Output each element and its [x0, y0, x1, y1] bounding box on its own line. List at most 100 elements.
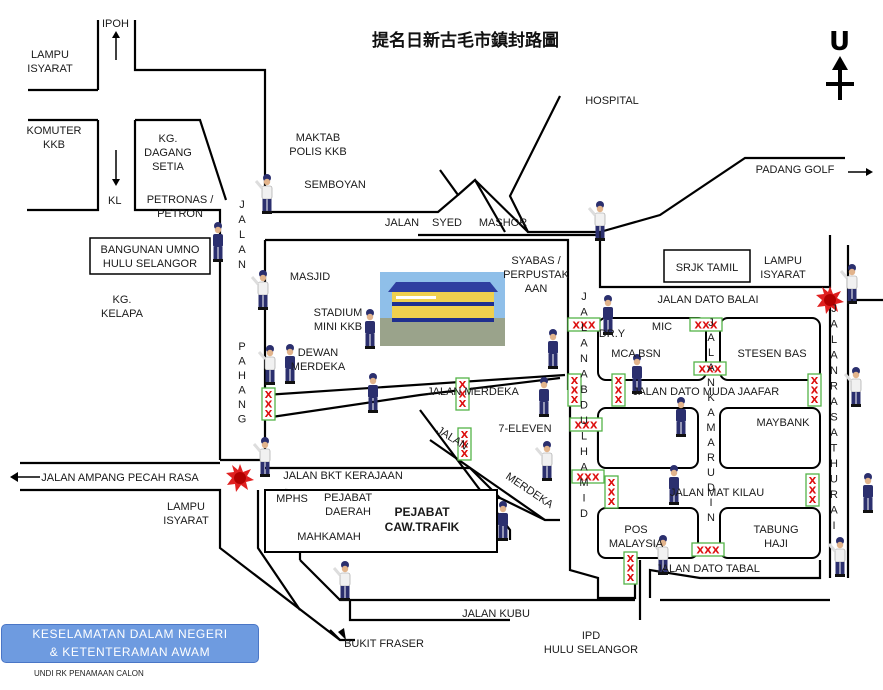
- svg-text:XXX: XXX: [698, 365, 721, 376]
- srjk-tamil-box: [663, 249, 751, 283]
- label-jalan-dato-tabal: JALAN DATO TABAL: [656, 563, 760, 575]
- label-mca-bsn: MCA BSN: [611, 348, 661, 360]
- svg-text:X: X: [809, 495, 817, 506]
- svg-text:X: X: [459, 380, 467, 391]
- banner-line-1: KESELAMATAN DALAM NEGERI: [32, 627, 228, 641]
- roadblock-icon: XXX: [455, 377, 470, 411]
- svg-text:X: X: [265, 400, 273, 411]
- footnote: UNDI RK PENAMAAN CALON: [34, 669, 144, 678]
- label-jalan-syed-mashor-2: MASHOR: [479, 217, 527, 229]
- umno-building-box: [89, 237, 211, 275]
- roadblock-icon: XXX: [693, 361, 727, 376]
- label-jalan-dato-muda-jaafar: JALAN DATO MUDA JAAFAR: [633, 386, 779, 398]
- district-office-block: [264, 489, 498, 553]
- label-padang-golf: PADANG GOLF: [756, 164, 835, 176]
- roadblock-icon: XXX: [689, 317, 723, 332]
- svg-text:XXX: XXX: [572, 321, 595, 332]
- roadblock-icon: XXX: [569, 417, 603, 432]
- label-srjk-tamil: SRJK TAMIL: [676, 262, 739, 274]
- police-officer-icon: [368, 373, 378, 413]
- svg-text:X: X: [265, 409, 273, 420]
- svg-text:X: X: [615, 395, 623, 406]
- roadblock-icon: XXX: [567, 317, 601, 332]
- svg-text:XXX: XXX: [574, 421, 597, 432]
- svg-text:X: X: [811, 376, 819, 387]
- label-masjid: MASJID: [290, 271, 330, 283]
- label-jalan-mat-kilau: JALAN MAT KILAU: [670, 487, 764, 499]
- svg-text:X: X: [571, 395, 579, 406]
- stadium-photo: [380, 272, 505, 346]
- svg-text:X: X: [571, 386, 579, 397]
- svg-text:U: U: [829, 27, 850, 57]
- police-officer-icon: [498, 501, 508, 541]
- roadblock-icon: XXX: [805, 473, 820, 507]
- label-bukit-fraser: BUKIT FRASER: [344, 638, 424, 650]
- roadblock-icon: XXX: [807, 373, 822, 407]
- svg-text:X: X: [459, 390, 467, 401]
- banner-line-2: & KETENTERAMAN AWAM: [49, 645, 211, 659]
- label-jalan-merdeka-top: JALAN MERDEKA: [427, 386, 519, 398]
- svg-text:X: X: [809, 486, 817, 497]
- svg-text:X: X: [265, 390, 273, 401]
- label-petronas: PETRONAS /PETRON: [147, 194, 215, 220]
- svg-text:X: X: [627, 573, 635, 584]
- roadblock-icon: XXX: [691, 542, 725, 557]
- label-kl: KL: [108, 195, 121, 207]
- svg-text:X: X: [615, 376, 623, 387]
- svg-text:X: X: [615, 386, 623, 397]
- svg-text:X: X: [627, 564, 635, 575]
- police-officer-icon: [863, 473, 873, 513]
- police-officer-icon: [257, 343, 277, 387]
- label-jalan-syed-mashor-1: SYED: [432, 217, 462, 229]
- police-officer-icon: [250, 268, 270, 312]
- label-jalan-dato-balai: JALAN DATO BALAI: [657, 294, 758, 306]
- label-jalan-ampang: JALAN AMPANG PECAH RASA: [41, 472, 199, 484]
- svg-text:X: X: [608, 488, 616, 499]
- svg-text:XXX: XXX: [694, 321, 717, 332]
- svg-text:X: X: [627, 554, 635, 565]
- roadblock-icon: XXX: [604, 475, 619, 509]
- police-officer-icon: [365, 309, 375, 349]
- svg-text:XXX: XXX: [576, 473, 599, 484]
- svg-text:X: X: [459, 399, 467, 410]
- label-jalan-bkt-kerajaan: JALAN BKT KERAJAAN: [283, 470, 403, 482]
- svg-text:X: X: [809, 476, 817, 487]
- svg-text:X: X: [608, 497, 616, 508]
- svg-text:X: X: [461, 430, 469, 441]
- label-ipoh: IPOH: [102, 18, 129, 30]
- police-officer-icon: [252, 435, 272, 479]
- road-network: [10, 20, 883, 642]
- roadblock-icon: XXX: [261, 387, 276, 421]
- svg-text:XXX: XXX: [696, 546, 719, 557]
- label-mahkamah: MAHKAMAH: [297, 531, 361, 543]
- police-officer-icon: [539, 377, 549, 417]
- svg-text:X: X: [811, 395, 819, 406]
- svg-text:X: X: [811, 386, 819, 397]
- police-officer-icon: [254, 172, 274, 216]
- label-mphs: MPHS: [276, 493, 308, 505]
- security-banner: KESELAMATAN DALAM NEGERI & KETENTERAMAN …: [1, 624, 259, 663]
- roadblock-icon: XXX: [567, 373, 582, 407]
- label-hospital: HOSPITAL: [585, 95, 639, 107]
- police-officer-icon: [213, 222, 223, 262]
- label-dr-y: DR.Y: [599, 328, 626, 340]
- svg-text:X: X: [608, 478, 616, 489]
